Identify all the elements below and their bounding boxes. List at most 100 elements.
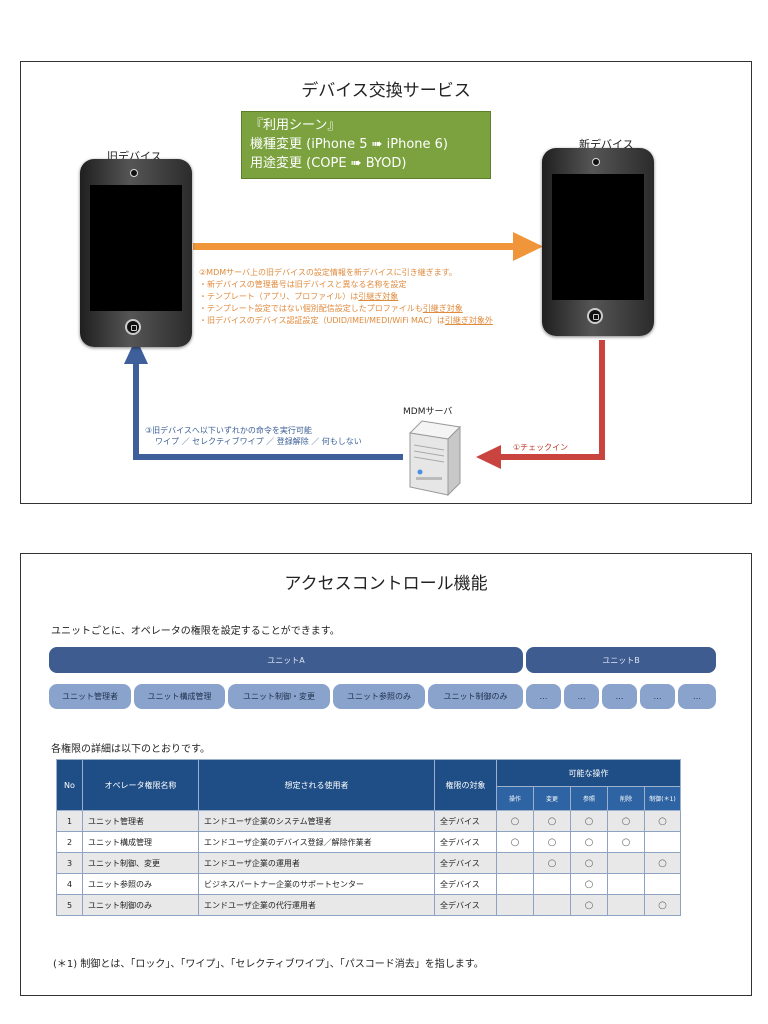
transfer-note-underline: 引継ぎ対象外: [444, 316, 493, 325]
transfer-notes: ②MDMサーバ上の旧デバイスの設定情報を新デバイスに引き継ぎます。 ・新デバイス…: [199, 267, 493, 327]
orange-arrow-head: [513, 232, 543, 261]
usage-header: 『利用シーン』: [250, 118, 341, 133]
camera-icon: [130, 169, 138, 177]
transfer-note-mgmt-number: ・新デバイスの管理番号は旧デバイスと異なる名称を設定: [199, 280, 407, 289]
role-pill-unit-view-only: ユニット参照のみ: [333, 684, 425, 709]
role-pill-unit-b: …: [526, 684, 561, 709]
cell-mark: ○: [570, 831, 608, 853]
cell-no: 5: [56, 894, 83, 916]
cell-no: 3: [56, 852, 83, 874]
cell-mark: [643, 831, 682, 853]
cell-name: ユニット参照のみ: [82, 873, 199, 895]
header-op-delete: 削除: [607, 786, 645, 811]
role-pill-unit-config: ユニット構成管理: [134, 684, 225, 709]
cell-mark: [533, 894, 571, 916]
device-screen: [552, 174, 644, 300]
cell-target: 全デバイス: [434, 852, 497, 874]
cell-mark: [496, 852, 534, 874]
new-device: [542, 148, 654, 336]
cell-mark: ○: [607, 831, 645, 853]
cell-name: ユニット管理者: [82, 810, 199, 832]
device-exchange-panel: デバイス交換サービス 『利用シーン』 機種変更 (iPhone 5 ➠ iPho…: [20, 61, 752, 504]
header-target: 権限の対象: [434, 759, 497, 811]
header-op-control: 制御(＊1): [643, 786, 682, 811]
cell-no: 2: [56, 831, 83, 853]
camera-icon: [592, 158, 600, 166]
cell-mark: [607, 852, 645, 874]
cell-mark: [607, 894, 645, 916]
mdm-server-label: MDMサーバ: [403, 407, 453, 417]
header-name: オペレータ権限名称: [82, 759, 199, 811]
cell-mark: ○: [570, 873, 608, 895]
cell-mark: ○: [496, 831, 534, 853]
cell-mark: ○: [643, 894, 682, 916]
cell-mark: [496, 873, 534, 895]
cell-mark: ○: [607, 810, 645, 832]
footnote: (＊1) 制御とは、「ロック」、「ワイプ」、「セレクティブワイプ」、「パスコード…: [53, 959, 484, 970]
role-pill-unit-b: …: [602, 684, 637, 709]
blue-arrow-head: [124, 338, 148, 364]
header-op-operate: 操作: [496, 786, 534, 811]
cell-mark: ○: [570, 852, 608, 874]
access-title: アクセスコントロール機能: [284, 574, 488, 594]
cell-target: 全デバイス: [434, 894, 497, 916]
cell-mark: [607, 873, 645, 895]
command-note: ③旧デバイスへ以下いずれかの命令を実行可能 ワイプ ／ セレクティブワイプ ／ …: [145, 425, 362, 447]
usage-line-model-change: 機種変更 (iPhone 5 ➠ iPhone 6): [250, 137, 449, 152]
command-note-line2: ワイプ ／ セレクティブワイプ ／ 登録解除 ／ 何もしない: [155, 437, 362, 446]
cell-user: ビジネスパートナー企業のサポートセンター: [198, 873, 435, 895]
old-device: [80, 159, 192, 347]
new-device-label: 新デバイス: [579, 138, 634, 151]
cell-name: ユニット制御、変更: [82, 852, 199, 874]
header-ops: 可能な操作: [495, 759, 682, 787]
transfer-note-profile: ・テンプレート設定ではない個別配信設定したプロファイルも引継ぎ対象: [199, 304, 463, 313]
cell-user: エンドユーザ企業の運用者: [198, 852, 435, 874]
red-arrow-head: [476, 445, 501, 469]
transfer-note-underline: 引継ぎ対象: [422, 304, 463, 313]
cell-target: 全デバイス: [434, 831, 497, 853]
device-screen: [90, 185, 182, 311]
server-icon: [408, 420, 462, 497]
detail-text: 各権限の詳細は以下のとおりです。: [51, 744, 210, 755]
table-row: 5 ユニット制御のみ エンドユーザ企業の代行運用者 全デバイス ○ ○: [56, 894, 682, 916]
usage-line-purpose-change: 用途変更 (COPE ➠ BYOD): [250, 156, 407, 171]
role-pill-unit-b: …: [640, 684, 675, 709]
role-pill-unit-control-only: ユニット制御のみ: [428, 684, 523, 709]
unit-a-bar: ユニットA: [49, 647, 523, 673]
cell-no: 4: [56, 873, 83, 895]
cell-mark: ○: [533, 810, 571, 832]
role-pill-unit-control-change: ユニット制御・変更: [228, 684, 330, 709]
unit-b-bar: ユニットB: [526, 647, 716, 673]
home-button-icon: [587, 308, 603, 324]
cell-mark: ○: [533, 852, 571, 874]
transfer-note-main: ②MDMサーバ上の旧デバイスの設定情報を新デバイスに引き継ぎます。: [199, 268, 457, 277]
diagram-title: デバイス交換サービス: [301, 81, 471, 101]
cell-mark: ○: [570, 810, 608, 832]
transfer-note-auth: ・旧デバイスのデバイス認証設定（UDID/IMEI/MEDI/WiFi MAC）…: [199, 316, 493, 325]
orange-arrow-shaft: [193, 243, 515, 250]
command-note-line1: ③旧デバイスへ以下いずれかの命令を実行可能: [145, 426, 312, 435]
cell-user: エンドユーザ企業の代行運用者: [198, 894, 435, 916]
role-pill-unit-admin: ユニット管理者: [49, 684, 131, 709]
transfer-note-underline: 引継ぎ対象: [358, 292, 399, 301]
permission-table: No オペレータ権限名称 想定される使用者 権限の対象 可能な操作 操作 変更 …: [56, 759, 682, 916]
table-row: 3 ユニット制御、変更 エンドユーザ企業の運用者 全デバイス ○ ○ ○: [56, 852, 682, 874]
cell-mark: ○: [533, 831, 571, 853]
cell-user: エンドユーザ企業のシステム管理者: [198, 810, 435, 832]
cell-mark: ○: [496, 810, 534, 832]
cell-target: 全デバイス: [434, 873, 497, 895]
role-pill-unit-b: …: [678, 684, 716, 709]
header-no: No: [56, 759, 83, 811]
cell-target: 全デバイス: [434, 810, 497, 832]
home-button-icon: [125, 319, 141, 335]
access-intro: ユニットごとに、オペレータの権限を設定することができます。: [51, 626, 340, 637]
cell-mark: ○: [570, 894, 608, 916]
header-op-change: 変更: [533, 786, 571, 811]
cell-mark: [496, 894, 534, 916]
checkin-label: ①チェックイン: [513, 443, 569, 452]
blue-arrow-path: [133, 362, 403, 460]
role-pill-unit-b: …: [564, 684, 599, 709]
red-arrow-path: [499, 340, 605, 460]
table-row: 2 ユニット構成管理 エンドユーザ企業のデバイス登録／解除作業者 全デバイス ○…: [56, 831, 682, 853]
cell-name: ユニット制御のみ: [82, 894, 199, 916]
